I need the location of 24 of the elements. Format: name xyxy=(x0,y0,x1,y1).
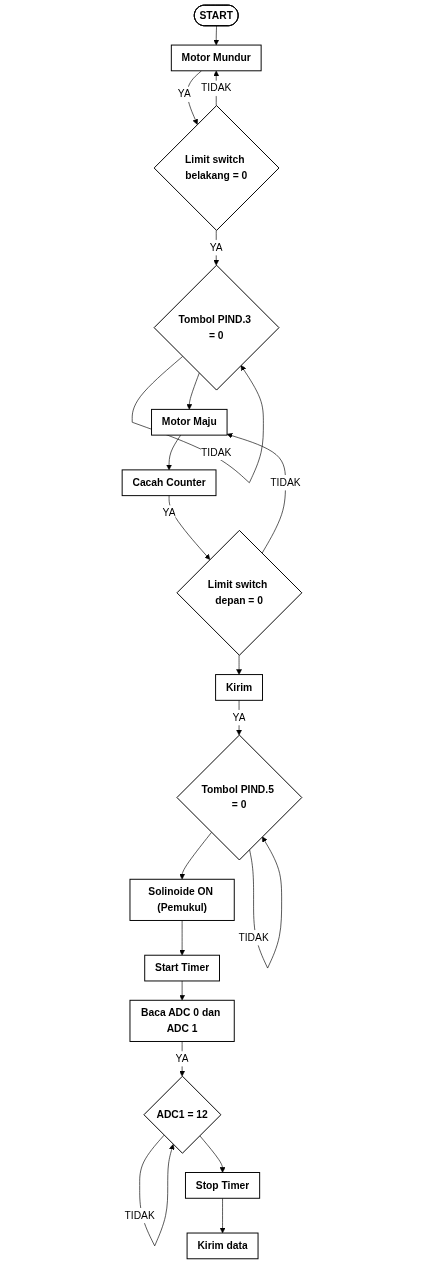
edge-label: TIDAK xyxy=(270,476,301,488)
node-box: Baca ADC 0 dan ADC 1 xyxy=(129,999,235,1042)
node-box: Start Timer xyxy=(144,954,220,982)
node-box: Cacah Counter xyxy=(121,469,217,497)
node-box: Motor Maju xyxy=(151,408,228,436)
edge-label: TIDAK xyxy=(201,446,232,458)
node-diamond: Limit switch belakang = 0 xyxy=(153,105,280,231)
edge-label: YA xyxy=(209,242,223,253)
edge-label: YA xyxy=(232,711,246,723)
node-box: Solinoide ON (Pemukul) xyxy=(129,878,235,921)
edge-label: YA xyxy=(175,1053,189,1064)
node-diamond: Limit switch depan = 0 xyxy=(176,529,303,656)
node-box: Stop Timer xyxy=(185,1172,261,1199)
edge-label: YA xyxy=(162,507,176,519)
edge-label: YA xyxy=(177,88,191,100)
edge-label: TIDAK xyxy=(124,1209,155,1221)
node-box: Kirim xyxy=(215,674,264,701)
edge-label: TIDAK xyxy=(201,82,232,94)
node-diamond: Tombol PIND.5 = 0 xyxy=(176,734,303,861)
node-box: Motor Mundur xyxy=(170,44,262,72)
node-diamond: ADC1 = 12 xyxy=(143,1075,222,1154)
edge-label: TIDAK xyxy=(238,932,269,943)
node-box: Kirim data xyxy=(186,1232,259,1260)
node-diamond: Tombol PIND.3 = 0 xyxy=(153,264,280,391)
